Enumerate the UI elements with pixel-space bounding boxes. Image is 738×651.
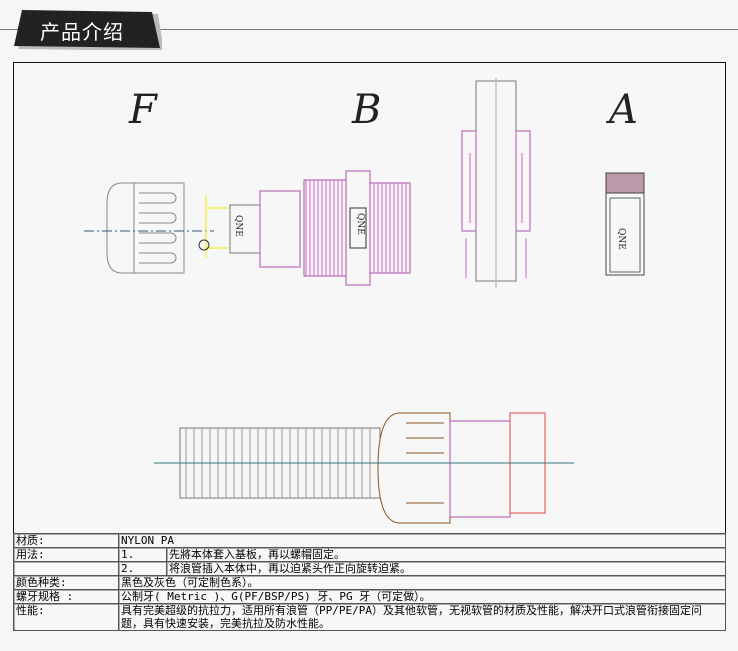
thread-label: 螺牙规格 : [13, 589, 119, 604]
table-row: 用法:1.先將本体套入基板，再以螺帽固定。 [13, 547, 726, 562]
assembly-drawing [154, 412, 574, 524]
brand-mark-a: QNE [616, 228, 626, 250]
color-label: 颜色种类: [13, 575, 119, 590]
color-value: 黑色及灰色（可定制色系）。 [118, 575, 726, 590]
table-row: 材质:NYLON PA [13, 533, 726, 548]
performance-value: 具有完美超级的抗拉力，适用所有浪管（PP/PE/PA）及其他软管，无视软管的材质… [118, 603, 726, 631]
performance-label: 性能: [13, 603, 119, 631]
step-text: 先將本体套入基板，再以螺帽固定。 [166, 547, 726, 562]
usage-label: 用法: [13, 547, 119, 562]
body-drawing: QNE QNE [229, 170, 411, 286]
brand-mark-b: QNE [355, 213, 365, 235]
spec-table: 材质:NYLON PA 用法:1.先將本体套入基板，再以螺帽固定。 2.将浪管插… [13, 533, 726, 631]
thread-value: 公制牙( Metric )、G(PF/BSP/PS) 牙、PG 牙（可定做）。 [118, 589, 726, 604]
table-row: 性能:具有完美超级的抗拉力，适用所有浪管（PP/PE/PA）及其他软管，无视软管… [13, 603, 726, 631]
label-b: B [351, 87, 381, 133]
empty-cell [13, 561, 119, 576]
step-number: 2. [118, 561, 167, 576]
cap-drawing [84, 182, 214, 274]
brand-mark-insert: QNE [233, 215, 243, 237]
label-a: A [605, 87, 638, 133]
step-number: 1. [118, 547, 167, 562]
section-title: 产品介绍 [40, 20, 124, 44]
product-drawing: F B A QNE QNE QNE [13, 62, 726, 533]
label-f: F [128, 87, 158, 133]
nut-drawing: QNE [605, 172, 645, 276]
step-text: 将浪管插入本体中，再以迫紧头作正向旋转迫紧。 [166, 561, 726, 576]
header-divider [0, 29, 738, 30]
table-row: 2.将浪管插入本体中，再以迫紧头作正向旋转迫紧。 [13, 561, 726, 576]
section-title-tab [14, 10, 162, 50]
material-label: 材质: [13, 533, 119, 548]
table-row: 颜色种类:黑色及灰色（可定制色系）。 [13, 575, 726, 590]
material-value: NYLON PA [118, 533, 726, 548]
section-drawing [461, 78, 531, 288]
table-row: 螺牙规格 :公制牙( Metric )、G(PF/BSP/PS) 牙、PG 牙（… [13, 589, 726, 604]
